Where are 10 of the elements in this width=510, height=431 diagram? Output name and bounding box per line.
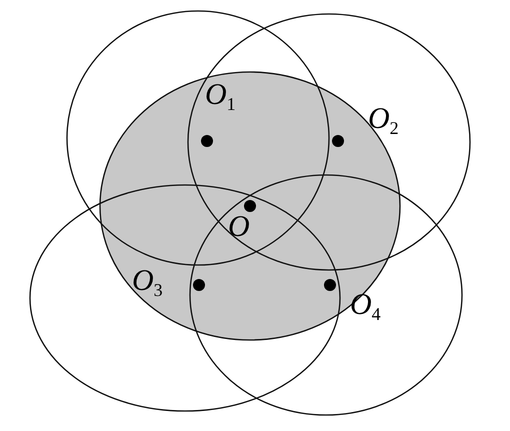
- point-label: O$_{3}$: [132, 266, 163, 299]
- circle-outline: [29, 184, 341, 412]
- point-label: O: [228, 212, 250, 242]
- point-label: O$_{1}$: [205, 80, 236, 113]
- point-label: O$_{4}$: [350, 290, 381, 323]
- circle-outline: [187, 13, 471, 271]
- point-label: O$_{2}$: [368, 104, 399, 137]
- shaded-ellipse: [99, 71, 401, 341]
- circle-outline: [189, 174, 463, 416]
- circle-outline: [66, 10, 330, 266]
